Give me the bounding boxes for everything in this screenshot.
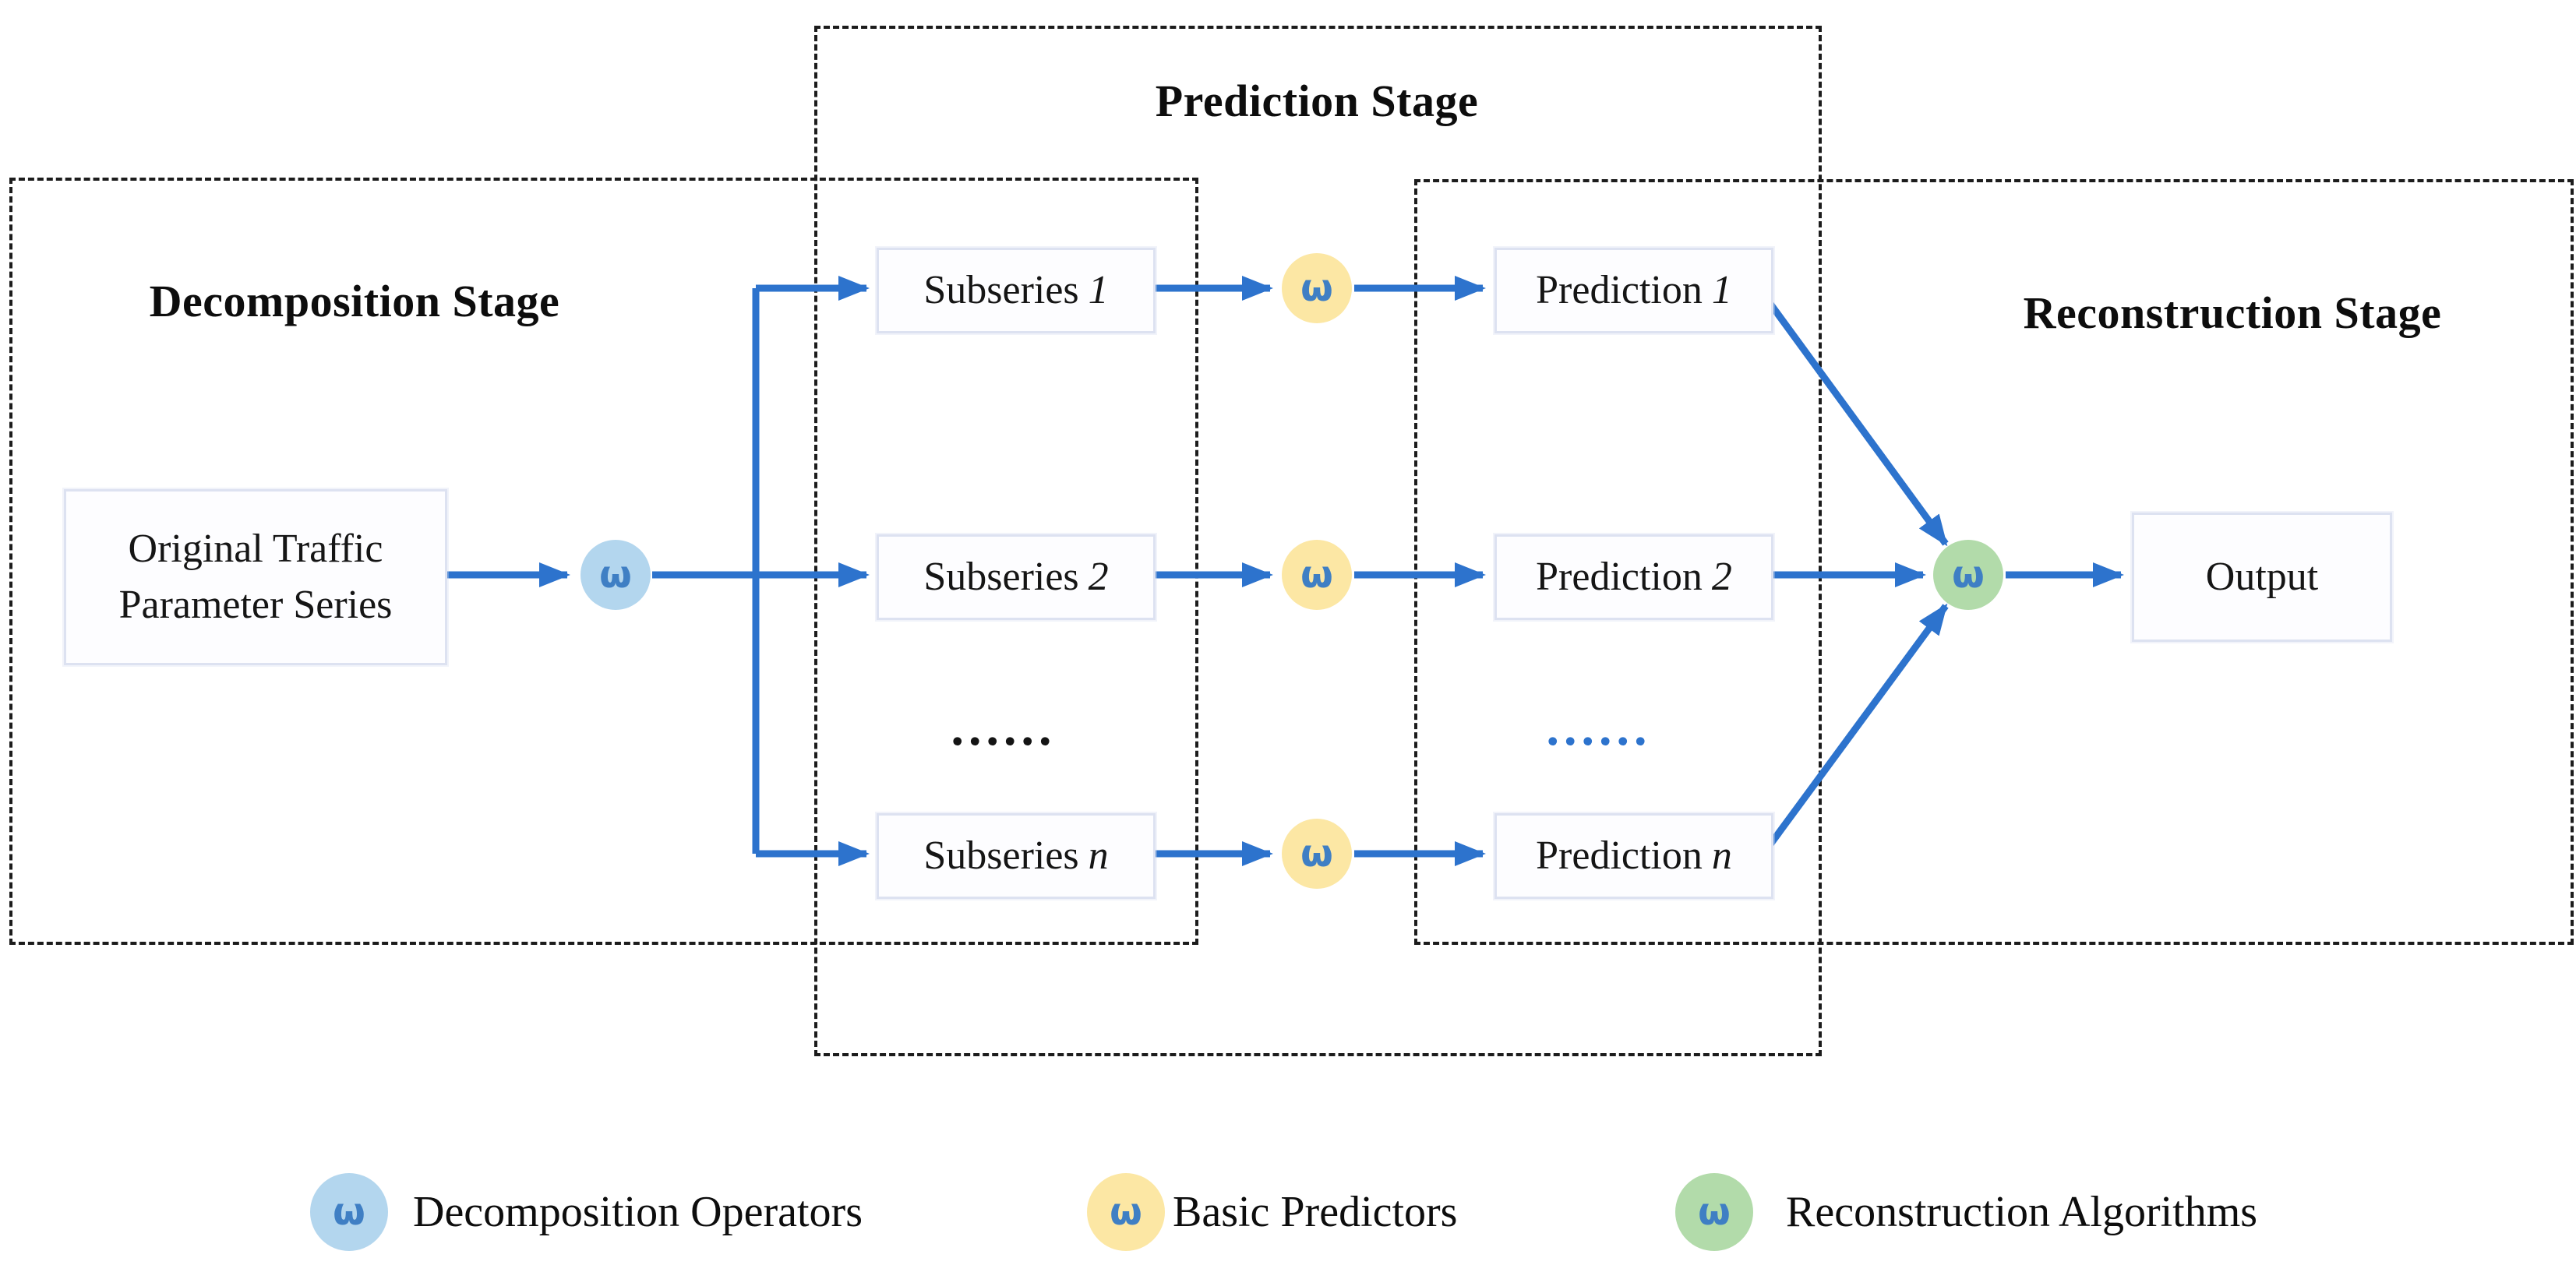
omega-glyph: ω xyxy=(1110,1190,1142,1234)
omega-glyph: ω xyxy=(333,1190,365,1234)
legend-reconstruction-algorithm-icon: ω xyxy=(1675,1173,1753,1251)
reconstruction-operator-icon: ω xyxy=(1933,540,2003,610)
omega-glyph: ω xyxy=(1952,553,1985,597)
arrow-prediction-n-to-reconstructor xyxy=(1767,603,1949,847)
node-original-traffic-series: Original Traffic Parameter Series xyxy=(64,489,447,665)
legend-label-decomposition-operators: Decomposition Operators xyxy=(413,1188,863,1236)
legend-label-reconstruction-algorithms: Reconstruction Algorithms xyxy=(1786,1188,2258,1236)
prediction-ellipsis: ...... xyxy=(1546,699,1652,756)
omega-glyph: ω xyxy=(599,553,632,597)
reconstruction-stage-title: Reconstruction Stage xyxy=(2023,287,2442,338)
omega-glyph: ω xyxy=(1300,553,1333,597)
basic-predictor-icon-n: ω xyxy=(1282,819,1352,889)
basic-predictor-icon-1: ω xyxy=(1282,253,1352,323)
legend-label-basic-predictors: Basic Predictors xyxy=(1173,1188,1458,1236)
legend-decomposition-operator-icon: ω xyxy=(310,1173,388,1251)
basic-predictor-icon-2: ω xyxy=(1282,540,1352,610)
omega-glyph: ω xyxy=(1300,832,1333,876)
prediction-stage-box xyxy=(814,26,1822,1056)
node-output: Output xyxy=(2132,513,2392,642)
decomposition-stage-title: Decomposition Stage xyxy=(149,276,560,326)
input-label: Original Traffic Parameter Series xyxy=(118,527,393,627)
reconstruction-stage-box xyxy=(1414,179,2574,945)
arrow-prediction-1-to-reconstructor xyxy=(1767,301,1949,547)
omega-glyph: ω xyxy=(1698,1190,1731,1234)
subseries-ellipsis: ...... xyxy=(951,699,1057,756)
decomposition-operator-icon: ω xyxy=(580,540,651,610)
decomposition-stage-box xyxy=(9,178,1198,945)
legend-basic-predictor-icon: ω xyxy=(1087,1173,1165,1251)
prediction-stage-title: Prediction Stage xyxy=(1155,76,1479,126)
omega-glyph: ω xyxy=(1300,266,1333,310)
